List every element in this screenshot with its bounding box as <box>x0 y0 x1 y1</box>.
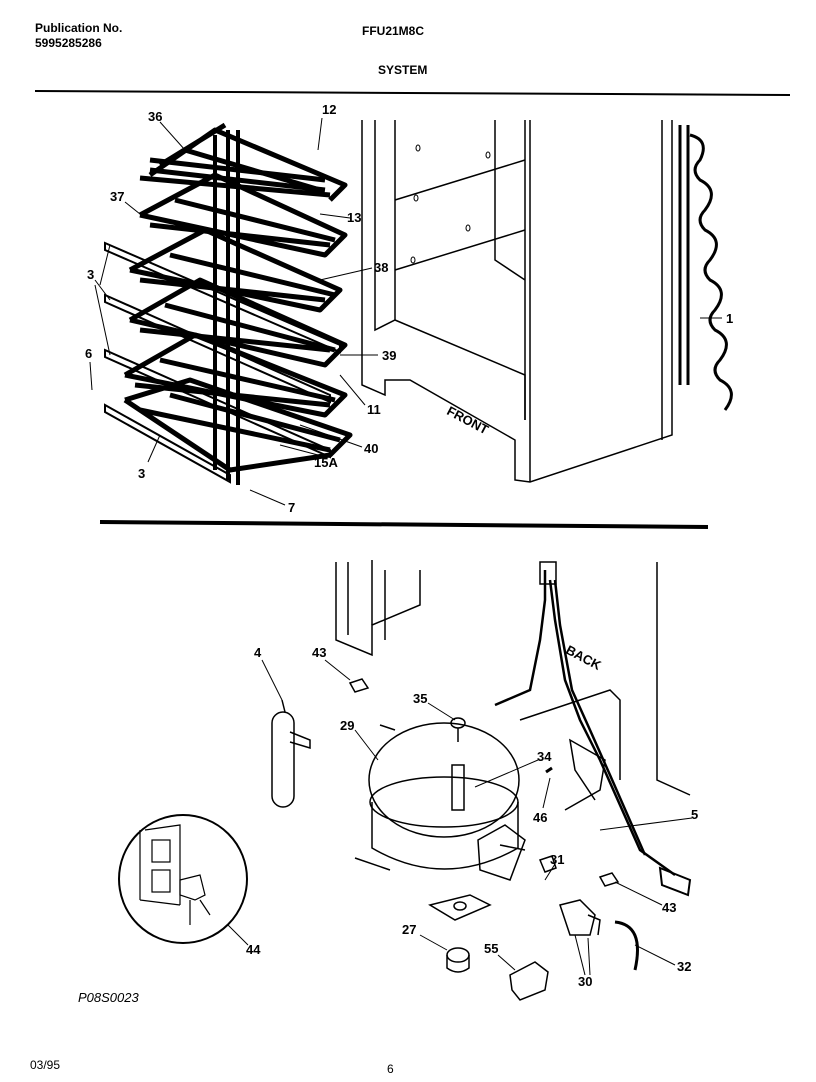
outlet-detail-inset <box>118 814 248 944</box>
wire-connector <box>539 561 557 585</box>
callout-27: 27 <box>402 922 417 937</box>
cabinet-back <box>335 560 691 796</box>
callout-6: 6 <box>85 346 93 361</box>
callout-1: 1 <box>726 311 734 326</box>
evaporator-coil-assembly <box>123 122 353 473</box>
shelf-rails <box>104 241 341 484</box>
callout-43-upper: 43 <box>312 645 327 660</box>
clips <box>348 678 620 887</box>
callout-5: 5 <box>691 807 699 822</box>
relay-wire-32 <box>614 920 639 971</box>
publication-number: 5995285286 <box>35 36 102 50</box>
callout-34: 34 <box>537 749 552 764</box>
freezer-cabinet <box>361 120 673 483</box>
power-cord-plug <box>658 866 692 897</box>
header-rule <box>34 90 791 96</box>
callout-55: 55 <box>484 941 499 956</box>
grommet <box>446 947 470 973</box>
wire-harness <box>494 570 676 877</box>
callout-3-upper: 3 <box>87 267 95 282</box>
drawing-code: P08S0023 <box>78 990 139 1005</box>
screw-46 <box>545 766 553 774</box>
tubing-5 <box>564 738 606 811</box>
callout-44: 44 <box>246 942 261 957</box>
publication-label: Publication No. <box>35 21 123 35</box>
page-number: 6 <box>387 1062 394 1076</box>
condenser-coil <box>678 125 733 411</box>
section-title: SYSTEM <box>378 63 428 77</box>
mounting-bracket <box>428 824 526 921</box>
callout-15a: 15A <box>314 455 338 470</box>
callout-36: 36 <box>148 109 163 124</box>
callout-7: 7 <box>288 500 296 515</box>
leader-lines-top <box>89 117 722 506</box>
callout-13: 13 <box>347 210 362 225</box>
callout-43-lower: 43 <box>662 900 677 915</box>
model-number: FFU21M8C <box>362 24 425 38</box>
callout-29: 29 <box>340 718 355 733</box>
leader-lines-bottom <box>227 659 693 976</box>
callout-32: 32 <box>677 959 692 974</box>
callout-37: 37 <box>110 189 125 204</box>
callout-3-lower: 3 <box>138 466 146 481</box>
footer-date: 03/95 <box>30 1058 61 1072</box>
callout-4: 4 <box>254 645 262 660</box>
callout-39: 39 <box>382 348 397 363</box>
compressor-bolt <box>450 717 466 742</box>
drier-filter <box>271 699 311 808</box>
compressor <box>354 722 526 871</box>
callout-31: 31 <box>550 852 565 867</box>
callout-38: 38 <box>374 260 389 275</box>
callout-11: 11 <box>367 402 381 417</box>
cabinet-holes <box>410 144 491 264</box>
section-divider <box>99 520 709 529</box>
callout-46: 46 <box>533 810 548 825</box>
callout-30: 30 <box>578 974 593 989</box>
callout-40: 40 <box>364 441 379 456</box>
callout-35: 35 <box>413 691 428 706</box>
relay-cover <box>509 961 549 1001</box>
relay-overload <box>559 899 601 936</box>
callout-12: 12 <box>322 102 337 117</box>
